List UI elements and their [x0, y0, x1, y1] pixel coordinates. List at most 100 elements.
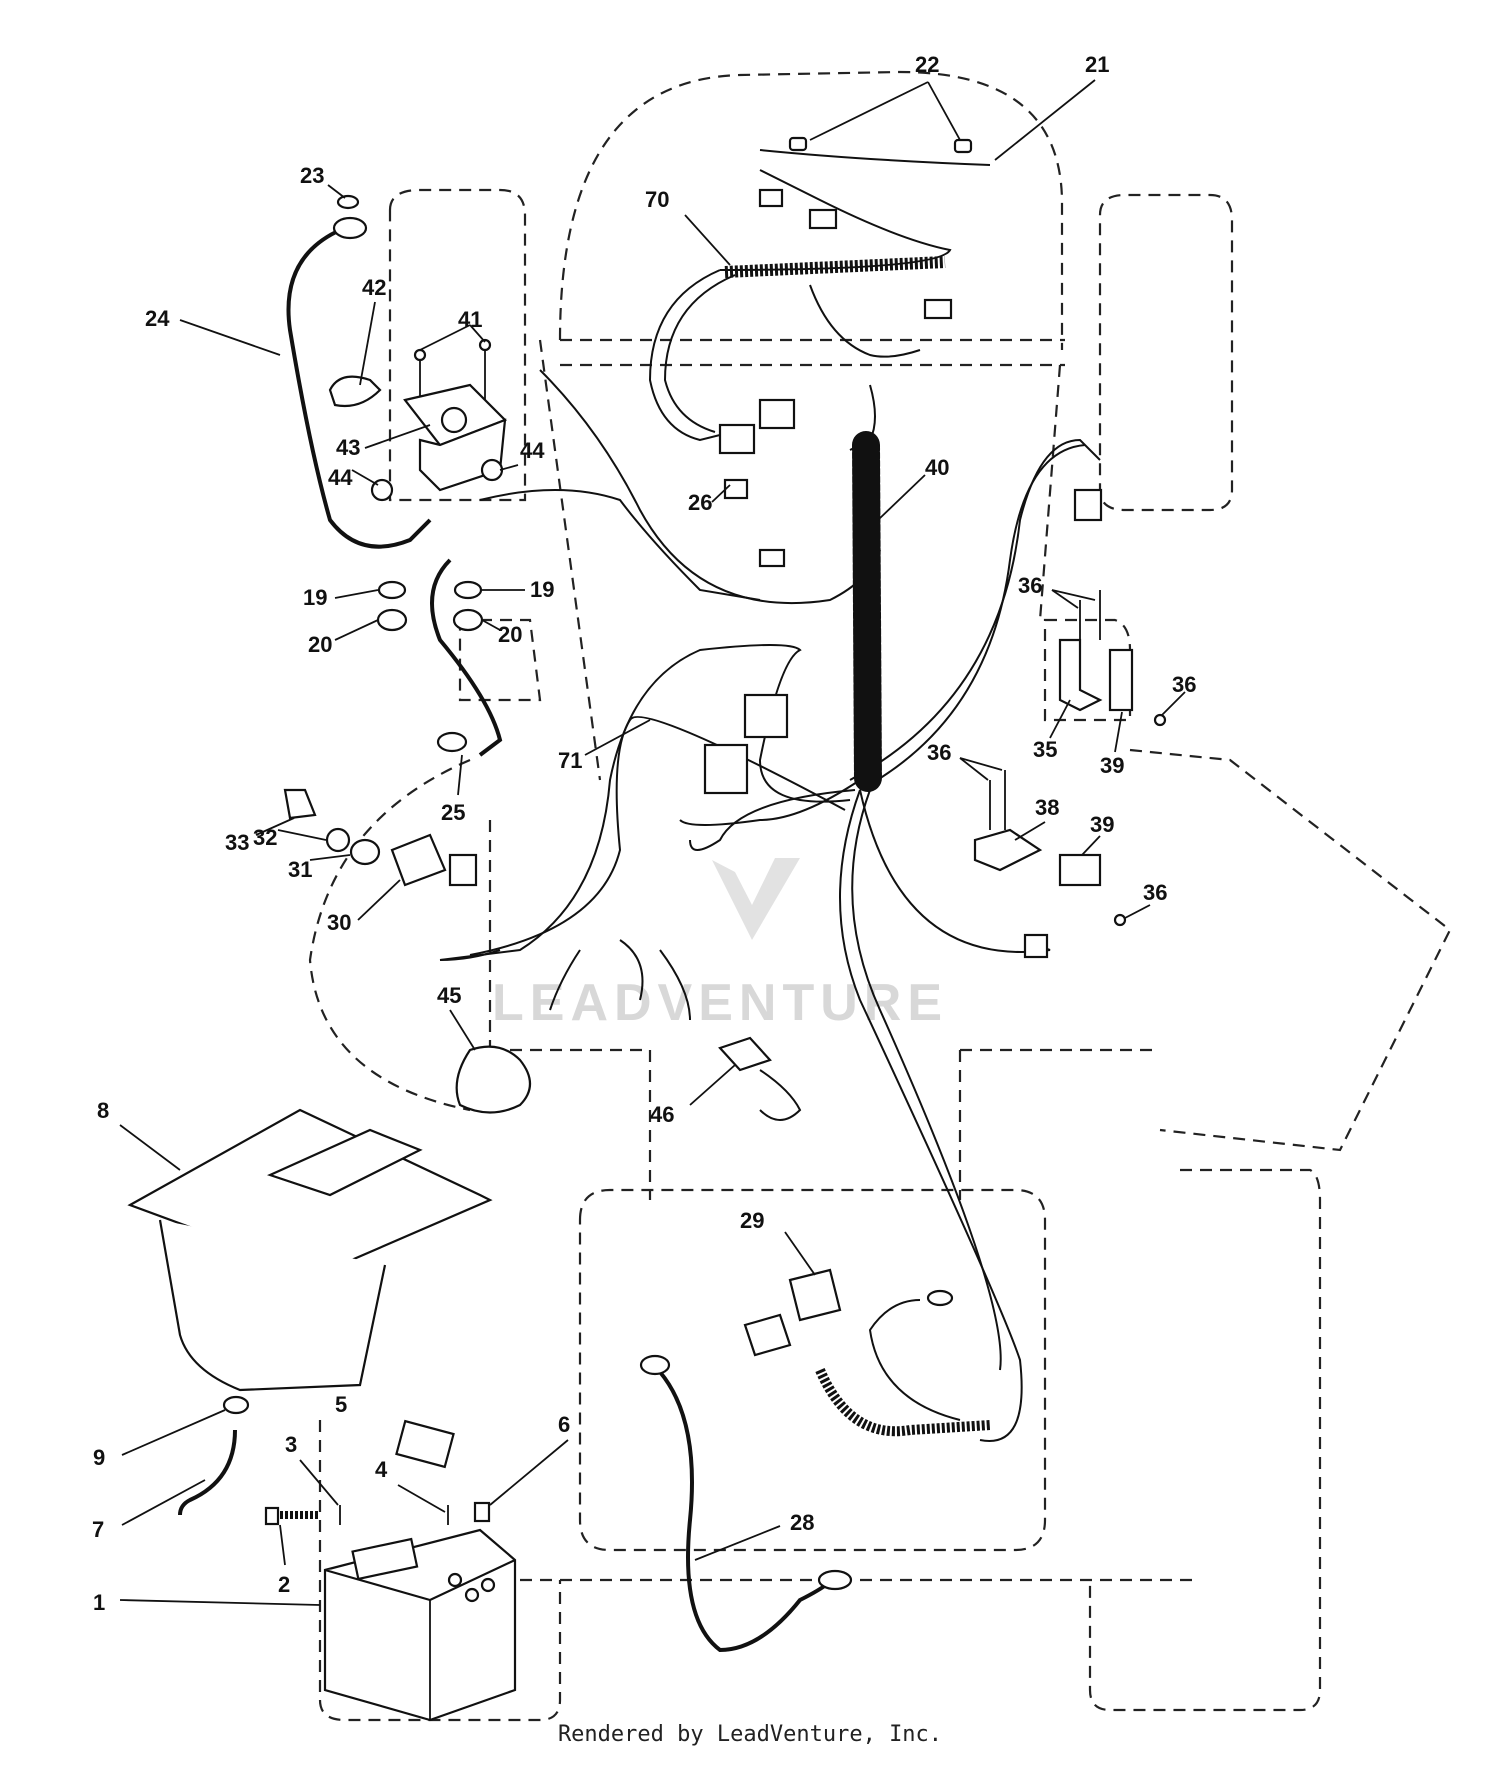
- leader-36a: [1051, 589, 1079, 609]
- leader-42: [359, 301, 376, 386]
- callout-36b: 36: [1172, 672, 1196, 697]
- callout-29: 29: [740, 1208, 764, 1233]
- leader-32: [277, 829, 327, 841]
- leader-9: [121, 1409, 226, 1456]
- watermark-logo-icon: [712, 858, 800, 940]
- conduit-seat-switch: [815, 1368, 991, 1437]
- conduit-coils: [724, 256, 991, 1437]
- seat-switch-29-icon: [788, 1268, 842, 1322]
- callout-40: 40: [925, 455, 949, 480]
- callout-31: 31: [288, 857, 312, 882]
- callout-44a: 44: [328, 465, 353, 490]
- conduit-70: [724, 256, 946, 278]
- leader-36d: [959, 757, 989, 781]
- leader-43: [364, 424, 431, 449]
- leader-71: [584, 719, 651, 756]
- solenoid-terminal-icon: [440, 406, 468, 434]
- harness-71: [439, 644, 851, 961]
- connector-block-a-icon: [743, 693, 789, 739]
- callout-38: 38: [1035, 795, 1059, 820]
- leader-26: [711, 484, 731, 503]
- callout-1: 1: [93, 1590, 105, 1615]
- outline-left-rear-wheel: [318, 1420, 562, 1722]
- leader-39a: [1114, 711, 1123, 753]
- cable-25: [430, 558, 503, 757]
- callout-24: 24: [145, 306, 170, 331]
- outline-frame-sides: [538, 339, 1062, 781]
- wire-harness: [439, 149, 1101, 1442]
- bezel-31-icon: [349, 838, 381, 866]
- outline-frame-top: [560, 338, 1065, 367]
- headlight-bulb-right-icon: [953, 138, 973, 154]
- callout-36d: 36: [1143, 880, 1167, 905]
- switch-39-lower-icon: [1058, 853, 1102, 887]
- cable-terminal-24-icon: [332, 216, 368, 240]
- leader-39b: [1081, 835, 1101, 856]
- leader-45: [449, 1009, 476, 1051]
- harness-71-b: [469, 716, 846, 956]
- cable-terminal-28a-icon: [639, 1354, 671, 1376]
- leader-44b: [499, 464, 519, 471]
- leader-2: [279, 1524, 286, 1566]
- leader-22a: [809, 81, 929, 141]
- outline-right-bracket: [1043, 618, 1132, 722]
- light-wire-21: [759, 149, 991, 166]
- cable-28: [658, 1370, 832, 1653]
- leader-36c: [1161, 691, 1186, 716]
- right-harness-plug-icon: [1073, 488, 1103, 522]
- battery-cell-c-icon: [480, 1577, 496, 1593]
- leader-46: [689, 1064, 736, 1106]
- headlight-plug-icon: [808, 208, 838, 230]
- lamp-45-icon: [455, 1045, 532, 1114]
- leader-31: [309, 854, 351, 861]
- nut-20-left-icon: [376, 608, 408, 632]
- leader-41a: [419, 324, 471, 351]
- harness-to-connector-b: [689, 789, 856, 851]
- callout-labels: 1 2 3 4 5 6 7 8 9 19 19 20 20 21 22 23 2…: [92, 52, 1196, 1615]
- harness-to-seat-b: [851, 789, 1002, 1371]
- callout-39a: 39: [1100, 753, 1124, 778]
- watermark: LEADVENTURE: [492, 858, 948, 1032]
- battery-cell-b-icon: [464, 1587, 480, 1603]
- harness-plug-a-icon: [758, 398, 796, 430]
- callout-43: 43: [336, 435, 360, 460]
- battery-box-body-icon: [158, 1219, 387, 1392]
- screw-36e-icon: [1153, 713, 1167, 727]
- watermark-text: LEADVENTURE: [492, 974, 948, 1032]
- callout-23: 23: [300, 163, 324, 188]
- callout-32: 32: [253, 825, 277, 850]
- callout-39b: 39: [1090, 812, 1114, 837]
- harness-leads-45: [549, 939, 691, 1021]
- battery-box-strap-icon: [266, 1128, 423, 1197]
- fuse-46-wire: [759, 1069, 802, 1121]
- leader-21: [994, 79, 1096, 161]
- callout-20a: 20: [308, 632, 332, 657]
- bracket-35-icon: [1058, 638, 1103, 712]
- solenoid-assembly: [328, 338, 507, 632]
- leader-38: [1014, 821, 1046, 841]
- leader-1: [119, 1599, 321, 1606]
- key-33-icon: [283, 788, 317, 820]
- harness-70-left-b: [663, 274, 736, 433]
- outline-right-rear-wheel: [1088, 1168, 1322, 1712]
- battery-cap-icon: [351, 1537, 419, 1581]
- callout-3: 3: [285, 1432, 297, 1457]
- outline-seat-area: [578, 1188, 1047, 1552]
- harness-to-seat: [839, 789, 1023, 1442]
- leader-36b: [1051, 589, 1096, 601]
- bracket-38-icon: [973, 828, 1043, 872]
- leader-36e: [959, 757, 1003, 771]
- screw-head-left-icon: [413, 348, 427, 362]
- connectors: [703, 478, 1103, 959]
- leader-22b: [927, 81, 961, 141]
- callout-26: 26: [688, 490, 712, 515]
- fuse-46-icon: [718, 1036, 772, 1072]
- leader-4: [397, 1484, 446, 1513]
- switch-30-icon: [390, 833, 447, 887]
- callout-28: 28: [790, 1510, 814, 1535]
- screw-head-right-icon: [478, 338, 492, 352]
- harness-to-right-lights-b: [859, 444, 1086, 791]
- harness-70-right: [809, 284, 921, 358]
- harness-plug-b-icon: [718, 423, 756, 455]
